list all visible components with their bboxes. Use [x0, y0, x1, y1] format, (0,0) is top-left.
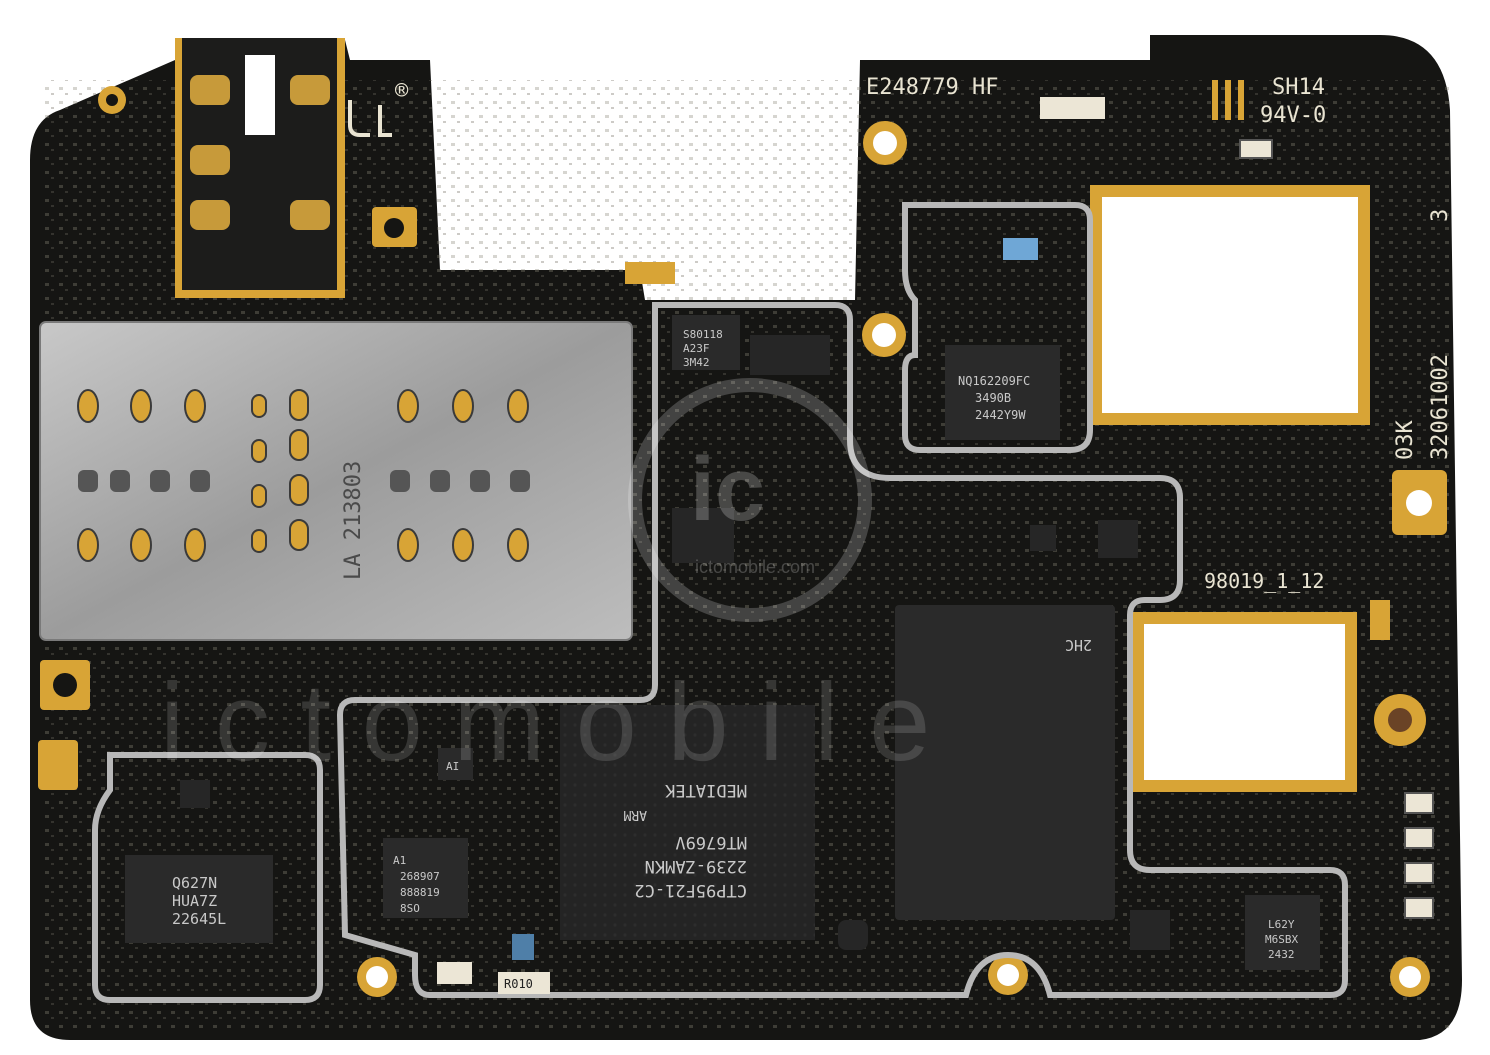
soc-label-5: CTP95F21-C2: [634, 880, 747, 900]
silk-rating-1: SH14: [1272, 75, 1325, 100]
pmic-chip: Q627N HUA7Z 22645L: [125, 855, 273, 943]
watermark-site: ictomobile.com: [695, 557, 815, 577]
silk-version-digit: 3: [1428, 209, 1453, 222]
charger-label-2: M6SBX: [1265, 933, 1298, 946]
rating-logo: [1212, 80, 1244, 120]
shield-frames: [92, 202, 1348, 1003]
nfc-chip: NQ162209FC 3490B 2442Y9W: [945, 345, 1060, 440]
ai-chip: AI: [438, 748, 473, 780]
silk-cert-code: E248779 HF: [866, 75, 998, 100]
audio-label-1: A1: [393, 854, 406, 867]
side-connector-pads: [1239, 139, 1434, 919]
soc-label-2: ARM: [623, 807, 647, 822]
soc-chip: MEDIATEK ARM MT6769V 2239-ZAMKN CTP95F21…: [560, 705, 815, 940]
watermark-ring: [628, 378, 872, 622]
pmic-label-3: 22645L: [172, 910, 226, 928]
pmic-label-2: HUA7Z: [172, 892, 217, 910]
ai-chip-label: AI: [446, 760, 459, 773]
watermark-logo: ic: [690, 440, 765, 540]
vibration-sensor: [1040, 97, 1105, 119]
watermark-big-text: i c t o m o b i l e: [160, 661, 930, 784]
audio-chip: A1 268907 888819 8SO: [383, 838, 468, 918]
small-ic-label-3: 3M42: [683, 356, 710, 369]
pmic-label-1: Q627N: [172, 874, 217, 892]
small-ic-label-1: S80118: [683, 328, 723, 341]
sim-tray: LA 213803: [39, 321, 633, 641]
ul-logo: [348, 100, 392, 137]
nfc-label-1: NQ162209FC: [958, 374, 1030, 388]
audio-label-2: 268907: [400, 870, 440, 883]
other-chips: [180, 335, 1170, 950]
memory-chip: 2HC: [895, 605, 1115, 920]
blue-cap-2: [512, 934, 534, 960]
charger-chip: L62Y M6SBX 2432: [1245, 895, 1320, 970]
headphone-jack: [175, 38, 345, 298]
small-ic: S80118 A23F 3M42: [672, 315, 740, 370]
audio-label-4: 8SO: [400, 902, 420, 915]
capacitor: [437, 962, 472, 984]
soc-label-4: 2239-ZAMKN: [645, 856, 747, 876]
silk-board-id: 98019_1_12: [1204, 569, 1324, 593]
soc-label-3: MT6769V: [675, 832, 747, 852]
resistor: R010: [498, 972, 550, 994]
blue-cap: [1003, 238, 1038, 260]
silk-side-code-1: 03K: [1393, 420, 1418, 460]
resistor-label: R010: [504, 977, 533, 991]
charger-label-1: L62Y: [1268, 918, 1295, 931]
soc-label-1: MEDIATEK: [664, 780, 747, 800]
memory-label: 2HC: [1065, 636, 1092, 654]
silk-rating-2: 94V-0: [1260, 103, 1326, 128]
nfc-label-2: 3490B: [975, 391, 1011, 405]
gold-pads: [38, 86, 1447, 997]
silk-registered: ®: [395, 79, 409, 104]
audio-label-3: 888819: [400, 886, 440, 899]
small-ic-label-2: A23F: [683, 342, 710, 355]
silk-side-code-2: 32061002: [1428, 354, 1453, 460]
sim-tray-marking: LA 213803: [341, 461, 366, 580]
charger-label-3: 2432: [1268, 948, 1295, 961]
nfc-label-3: 2442Y9W: [975, 408, 1026, 422]
watermark: ic ictomobile.com i c t o m o b i l e: [160, 378, 930, 784]
